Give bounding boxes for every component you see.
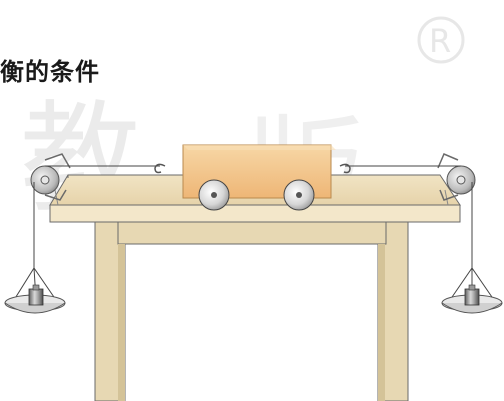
pulley-bracket-left <box>44 153 71 201</box>
cart-hook-right <box>339 163 351 174</box>
registered-mark-icon <box>417 16 465 64</box>
pulley-icon <box>30 165 60 195</box>
pulley-bracket-right <box>437 153 459 201</box>
wheel-icon <box>198 179 230 211</box>
strings <box>33 165 473 268</box>
pulley-icon <box>446 165 476 195</box>
table-legs <box>94 217 409 401</box>
weight-icon <box>28 284 44 306</box>
cart-hook-left <box>154 163 166 174</box>
weight-icon <box>464 284 480 306</box>
wheel-icon <box>283 179 315 211</box>
page-title: 衡的条件 <box>0 58 100 86</box>
registered-mark-letter: R <box>429 22 451 60</box>
